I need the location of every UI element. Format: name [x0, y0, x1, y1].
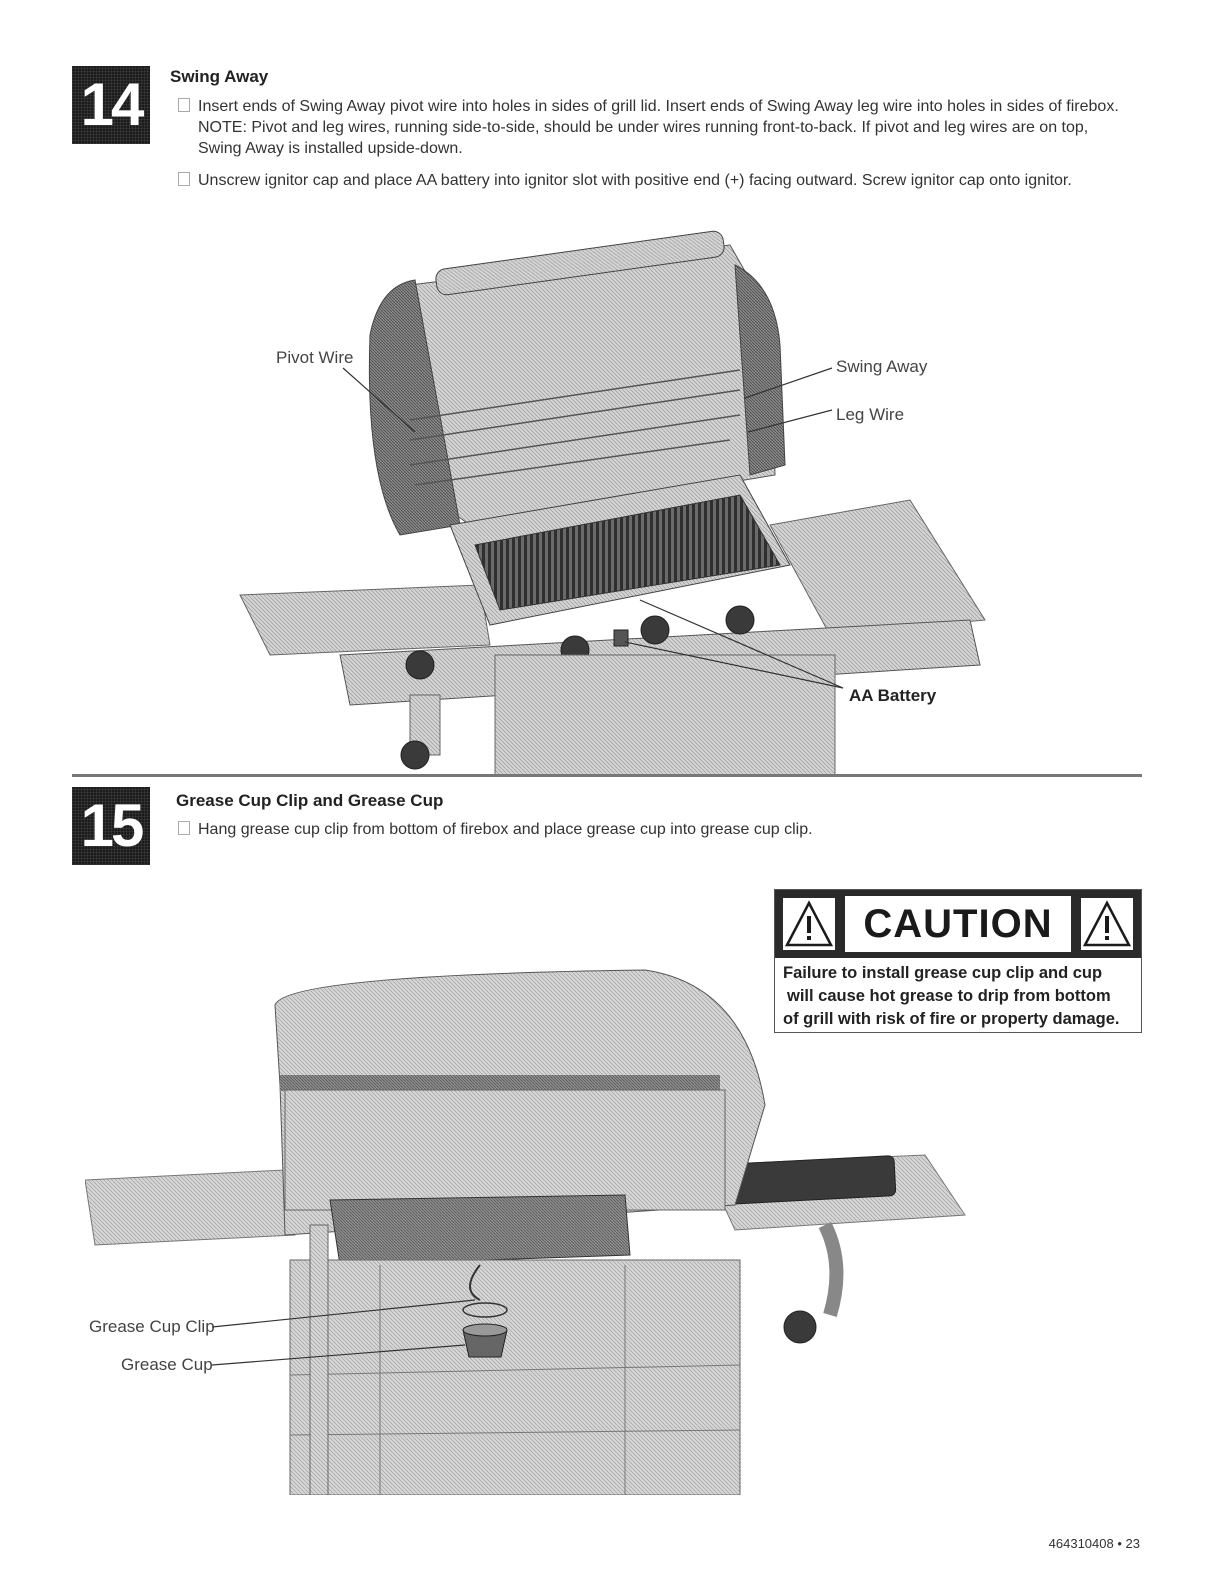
caution-line-2: will cause hot grease to drip from botto… — [787, 987, 1111, 1005]
step-15-number: 15 — [72, 787, 150, 865]
step-14-bullet-1-line-3: Swing Away is installed upside-down. — [198, 140, 463, 157]
checkbox-icon — [178, 172, 190, 186]
caution-heading: CAUTION — [845, 896, 1071, 952]
caution-header-bar: CAUTION — [775, 890, 1141, 958]
step-14-bullet-2-text: Unscrew ignitor cap and place AA battery… — [198, 172, 1072, 189]
page-number: 23 — [1125, 1536, 1140, 1551]
caution-line-3: of grill with risk of fire or property d… — [783, 1010, 1120, 1028]
step-14-title: Swing Away — [170, 67, 269, 86]
caution-box: CAUTION Failure to install grease cup cl… — [774, 889, 1142, 1033]
step-15-title: Grease Cup Clip and Grease Cup — [176, 791, 444, 810]
step-15-bullet-1-text: Hang grease cup clip from bottom of fire… — [198, 821, 813, 838]
step-14-bullet-1-line-1: Insert ends of Swing Away pivot wire int… — [198, 98, 1119, 115]
step-14-bullet-1-line-2: NOTE: Pivot and leg wires, running side-… — [198, 119, 1089, 136]
step-14-leader-lines — [342, 367, 844, 689]
callout-aa-battery: AA Battery — [849, 686, 937, 705]
checkbox-icon — [178, 98, 190, 112]
step-15-leader-lines — [211, 1299, 476, 1366]
callout-grease-cup-clip: Grease Cup Clip — [89, 1317, 215, 1336]
grill-lid-open-illustration — [239, 230, 986, 775]
grill-rear-grease-cup-illustration — [85, 969, 966, 1495]
step-14-bullet-1: Insert ends of Swing Away pivot wire int… — [178, 96, 1168, 159]
step-14-number: 14 — [72, 66, 150, 144]
caution-text: Failure to install grease cup clip and c… — [783, 962, 1135, 1031]
page-footer: 464310408 • 23 — [1049, 1536, 1140, 1551]
warning-triangle-icon — [1079, 896, 1135, 952]
callout-leg-wire: Leg Wire — [836, 405, 905, 424]
step-14-bullet-2: Unscrew ignitor cap and place AA battery… — [178, 170, 1168, 191]
document-number: 464310408 — [1048, 1536, 1114, 1551]
callout-swing-away: Swing Away — [836, 357, 928, 376]
caution-line-1: Failure to install grease cup clip and c… — [783, 964, 1103, 982]
footer-separator: • — [1117, 1536, 1126, 1551]
checkbox-icon — [178, 821, 190, 835]
step-15-bullet-1: Hang grease cup clip from bottom of fire… — [178, 819, 1078, 840]
warning-triangle-icon — [781, 896, 837, 952]
section-divider — [72, 774, 1142, 777]
callout-grease-cup: Grease Cup — [121, 1355, 213, 1374]
callout-pivot-wire: Pivot Wire — [276, 348, 354, 367]
